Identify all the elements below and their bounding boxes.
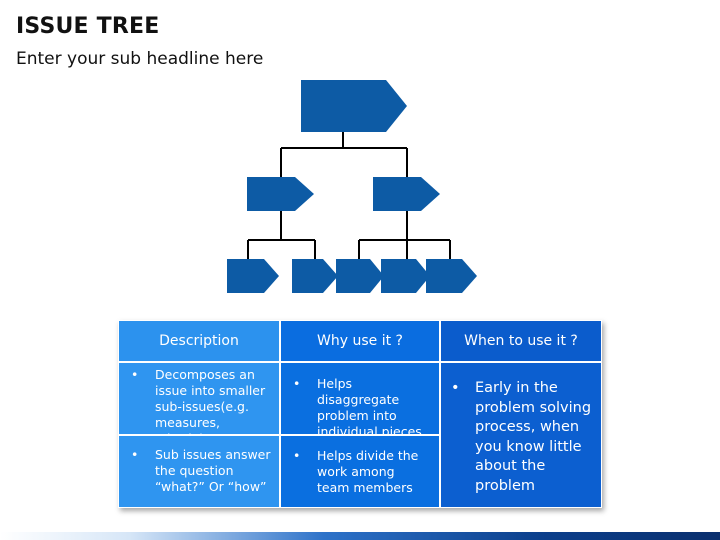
level2-node-2 xyxy=(292,259,338,293)
page-title: ISSUE TREE xyxy=(16,14,160,39)
bottom-accent-bar xyxy=(0,532,720,540)
header-description: Description xyxy=(118,320,280,362)
when-cell: • Early in the problem solving process, … xyxy=(440,362,602,508)
level1-node-left xyxy=(247,177,314,211)
header-when: When to use it ? xyxy=(440,320,602,362)
description-cell-1: • Decomposes an issue into smaller sub-i… xyxy=(118,362,280,446)
why-text-1: Helps disaggregate problem into individu… xyxy=(317,376,422,439)
why-text-2: Helps divide the work among team members xyxy=(317,448,419,495)
issue-tree-diagram xyxy=(227,80,477,293)
page-subtitle: Enter your sub headline here xyxy=(16,49,264,69)
header-why: Why use it ? xyxy=(280,320,440,362)
level1-node-right xyxy=(373,177,440,211)
bullet-dot: • xyxy=(293,376,301,391)
bullet-dot: • xyxy=(451,380,460,396)
root-node-box xyxy=(301,80,407,132)
why-cell-2: • Helps divide the work among team membe… xyxy=(280,435,440,508)
bullet-dot: • xyxy=(293,448,301,463)
bullet-dot: • xyxy=(131,447,139,462)
usage-table: Description Why use it ? When to use it … xyxy=(118,320,602,508)
when-text: Early in the problem solving process, wh… xyxy=(475,380,592,494)
level2-node-5 xyxy=(426,259,477,293)
tree-connectors xyxy=(247,132,451,259)
why-cell-1: • Helps disaggregate problem into indivi… xyxy=(280,362,440,439)
bullet-dot: • xyxy=(131,367,139,382)
description-cell-2: • Sub issues answer the question “what?”… xyxy=(118,435,280,508)
description-text-2: Sub issues answer the question “what?” O… xyxy=(155,447,271,494)
level2-node-4 xyxy=(381,259,430,293)
level2-node-1 xyxy=(227,259,279,293)
level2-node-3 xyxy=(336,259,384,293)
